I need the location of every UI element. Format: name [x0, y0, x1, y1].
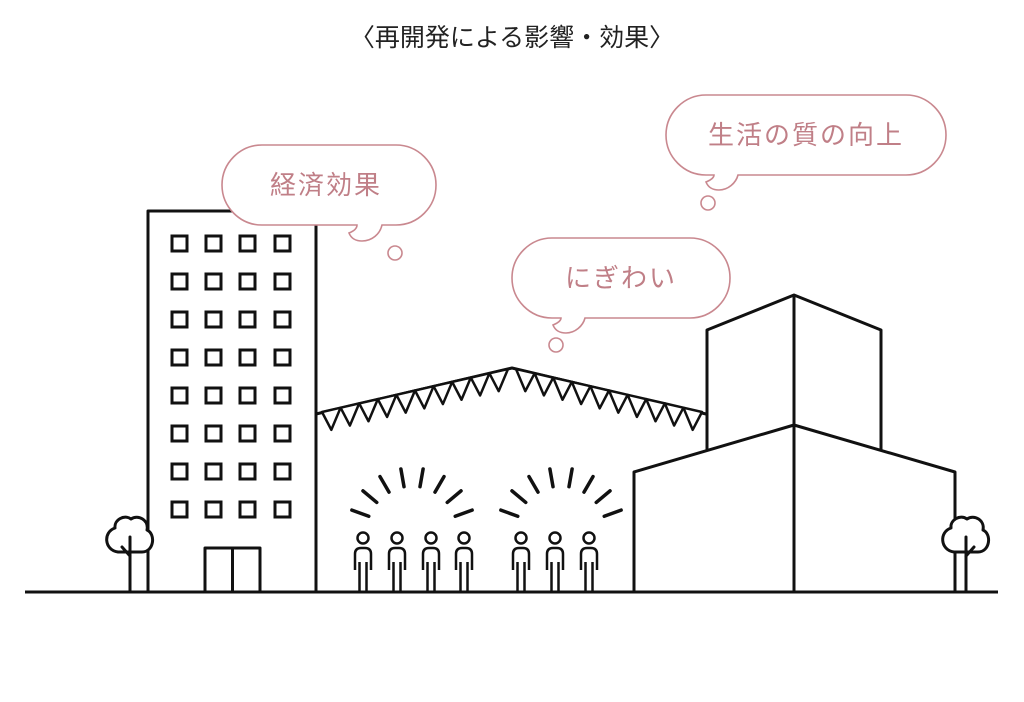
person-figure — [353, 531, 373, 592]
office-building — [146, 209, 318, 594]
office-window — [273, 234, 292, 253]
bunting-flag — [626, 393, 648, 419]
bunting-flag — [663, 402, 685, 427]
bunting-flag — [469, 372, 491, 397]
office-window — [238, 500, 257, 519]
bunting-flag — [339, 402, 361, 427]
cheer-mark — [602, 508, 623, 519]
bunting-flag — [644, 397, 667, 423]
bunting-flag — [395, 389, 417, 414]
office-window — [273, 272, 292, 291]
shopping-building — [632, 293, 957, 594]
office-window — [170, 500, 189, 519]
cheer-mark — [567, 467, 574, 489]
office-window — [170, 234, 189, 253]
office-window — [204, 310, 223, 329]
office-window — [238, 386, 257, 405]
person-figure — [545, 531, 565, 592]
people-group — [353, 531, 599, 592]
office-window — [170, 424, 189, 443]
bunting-flag — [320, 406, 342, 432]
cheer-mark — [582, 474, 595, 494]
office-windows — [170, 234, 292, 519]
office-window — [204, 348, 223, 367]
bunting-flags — [314, 366, 708, 432]
cheer-mark — [399, 467, 406, 489]
tree-left — [105, 515, 155, 594]
bunting-flag — [607, 389, 629, 414]
bunting-flag — [432, 380, 454, 406]
office-window — [204, 272, 223, 291]
office-window — [170, 310, 189, 329]
office-window — [238, 462, 257, 481]
office-window — [273, 348, 292, 367]
office-window — [204, 500, 223, 519]
cheer-mark — [594, 489, 612, 505]
bubble-bustle: にぎわい — [511, 237, 731, 353]
bubble-quality-of-life-label: 生活の質の向上 — [708, 121, 904, 151]
bubble-economic-effect: 経済効果 — [221, 144, 437, 261]
cheer-mark — [548, 467, 555, 489]
office-window — [170, 386, 189, 405]
office-window — [170, 348, 189, 367]
office-window — [238, 424, 257, 443]
bunting-flag — [357, 397, 380, 423]
bunting-flag — [413, 384, 435, 410]
bunting-flag — [589, 384, 611, 410]
cheer-mark — [445, 489, 463, 505]
bunting-flag — [533, 372, 555, 397]
bubble-quality-of-life: 生活の質の向上 — [665, 94, 947, 211]
person-figure — [454, 531, 474, 592]
tree-right — [941, 515, 991, 594]
office-window — [273, 500, 292, 519]
office-window — [204, 462, 223, 481]
office-window — [170, 462, 189, 481]
office-window — [238, 272, 257, 291]
office-window — [238, 310, 257, 329]
bunting-flag — [450, 376, 473, 401]
office-window — [204, 234, 223, 253]
office-window — [273, 386, 292, 405]
cheer-mark — [418, 467, 425, 489]
bunting-flag — [514, 367, 536, 393]
cheer-marks — [350, 467, 623, 519]
cheer-mark — [510, 489, 528, 505]
person-figure — [511, 531, 531, 592]
office-window — [204, 424, 223, 443]
bubble-bustle-label: にぎわい — [565, 264, 677, 294]
cheer-mark — [350, 508, 371, 519]
bubble-economic-label: 経済効果 — [270, 171, 382, 201]
cheer-mark — [499, 508, 520, 519]
cheer-mark — [453, 508, 474, 519]
office-window — [238, 348, 257, 367]
bunting-flag — [682, 406, 704, 432]
office-window — [273, 310, 292, 329]
cheer-mark — [527, 474, 540, 494]
bunting-flag — [376, 393, 398, 419]
cheer-mark — [361, 489, 379, 505]
office-window — [273, 462, 292, 481]
cheer-mark — [433, 474, 446, 494]
bunting-flag — [551, 376, 574, 401]
office-window — [238, 234, 257, 253]
bunting-flag — [488, 367, 510, 393]
bunting-flag — [570, 380, 592, 406]
person-figure — [387, 531, 407, 592]
cheer-mark — [378, 474, 391, 494]
office-window — [273, 424, 292, 443]
office-window — [170, 272, 189, 291]
page-title: 〈再開発による影響・効果〉 — [350, 23, 674, 52]
person-figure — [421, 531, 441, 592]
building-entrance-door — [203, 546, 262, 594]
person-figure — [579, 531, 599, 592]
office-window — [204, 386, 223, 405]
